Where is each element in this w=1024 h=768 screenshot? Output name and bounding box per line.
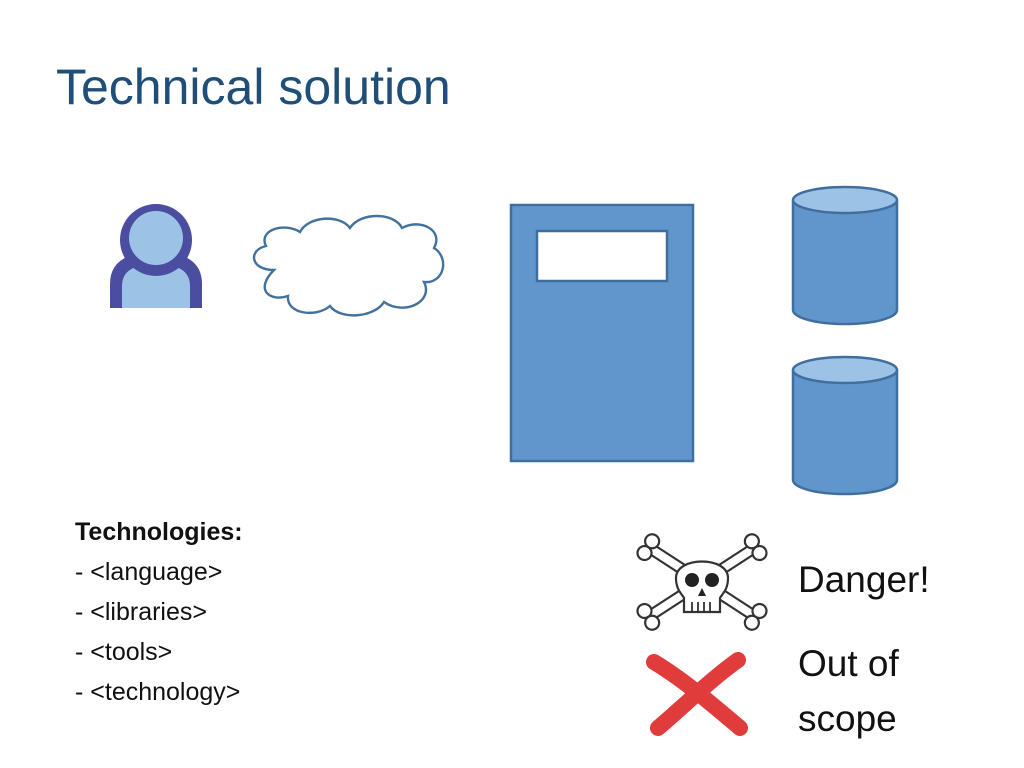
database-icon bbox=[791, 185, 899, 326]
red-x-icon bbox=[646, 652, 748, 736]
user-icon bbox=[110, 204, 202, 308]
technologies-heading: Technologies: bbox=[75, 518, 243, 546]
skull-crossbones-icon bbox=[636, 533, 768, 631]
server-icon bbox=[509, 203, 695, 463]
technology-item: - <libraries> bbox=[75, 598, 207, 626]
out-of-scope-label: Out of scope bbox=[798, 643, 899, 739]
technology-item: - <tools> bbox=[75, 638, 173, 666]
cloud-icon bbox=[253, 214, 445, 317]
technology-item: - <language> bbox=[75, 558, 223, 586]
technology-item: - <technology> bbox=[75, 678, 241, 706]
technologies-list: Technologies: - <language> - <libraries>… bbox=[75, 512, 243, 712]
danger-label: Danger! bbox=[798, 559, 930, 600]
slide-title: Technical solution bbox=[56, 59, 451, 115]
database-icon bbox=[791, 355, 899, 496]
